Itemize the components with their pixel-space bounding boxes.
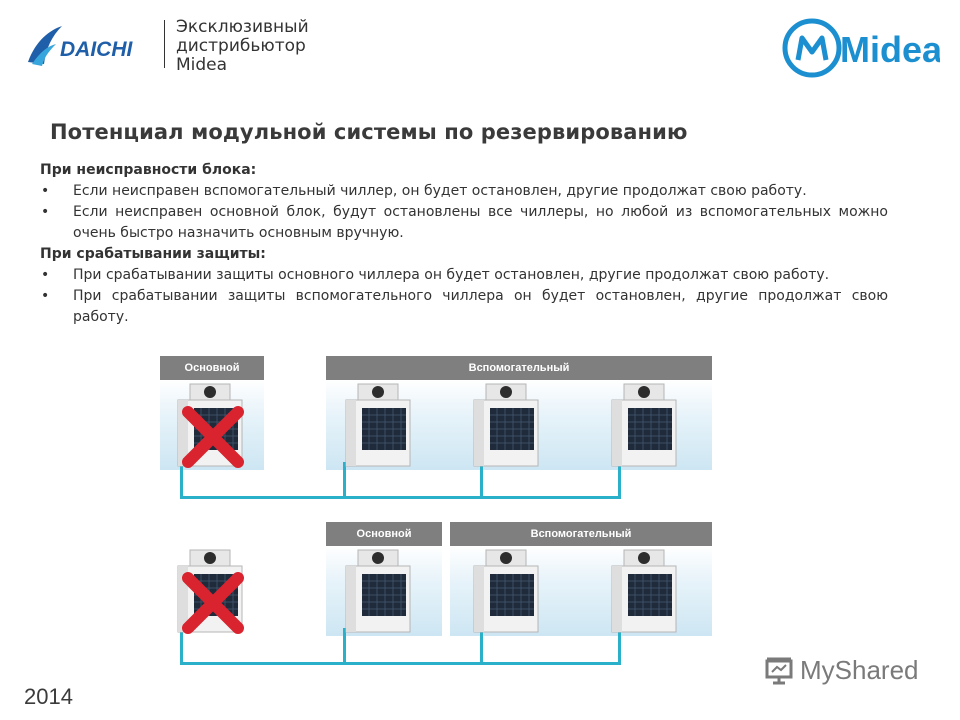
bullet-item: Если неисправен основной блок, будут ост… [40,202,888,244]
chiller-unit [473,549,539,633]
distributor-line-1: Эксклюзивный [176,17,309,37]
top-main-label: Основной [160,356,264,380]
watermark-text: MyShared [800,655,919,685]
protection-bullet-list: При срабатывании защиты основного чиллер… [40,265,888,328]
failure-cross-icon [182,572,244,634]
daichi-logo: DAICHI [28,26,133,66]
bottom-pipe-a [180,628,346,665]
content: При неисправности блока: Если неисправен… [40,160,888,328]
bullet-item: Если неисправен вспомогательный чиллер, … [40,181,888,202]
page-title: Потенциал модульной системы по резервиро… [50,120,688,144]
bottom-aux-label: Вспомогательный [450,522,712,546]
bullet-item: При срабатывании защиты вспомогательного… [40,286,888,328]
bullet-item: При срабатывании защиты основного чиллер… [40,265,888,286]
presentation-icon [765,657,793,684]
chiller-unit [473,383,539,467]
myshared-watermark: MyShared [764,655,919,686]
distributor-line-3: Midea [176,55,228,75]
distributor-caption: Эксклюзивный дистрибьютор Midea [176,18,309,75]
bottom-main-label: Основной [326,522,442,546]
fault-bullet-list: Если неисправен вспомогательный чиллер, … [40,181,888,244]
chiller-unit [345,549,411,633]
chiller-unit [611,549,677,633]
top-pipe-c [480,462,621,499]
chiller-unit [611,383,677,467]
midea-logo: Midea [782,18,940,78]
failure-cross-icon [182,406,244,468]
chiller-unit [345,383,411,467]
midea-logo-text: Midea [840,29,940,70]
top-aux-label: Вспомогательный [326,356,712,380]
top-pipe-b [340,462,483,499]
section-heading-protection: При срабатывании защиты: [40,246,266,262]
distributor-line-2: дистрибьютор [176,36,306,56]
section-heading-fault: При неисправности блока: [40,162,257,178]
year-label: 2014 [24,684,73,709]
bottom-pipe-c [480,628,621,665]
top-pipe-a [180,462,346,499]
daichi-logo-text: DAICHI [60,38,133,61]
header-divider [164,20,165,68]
bottom-pipe-b [340,628,483,665]
